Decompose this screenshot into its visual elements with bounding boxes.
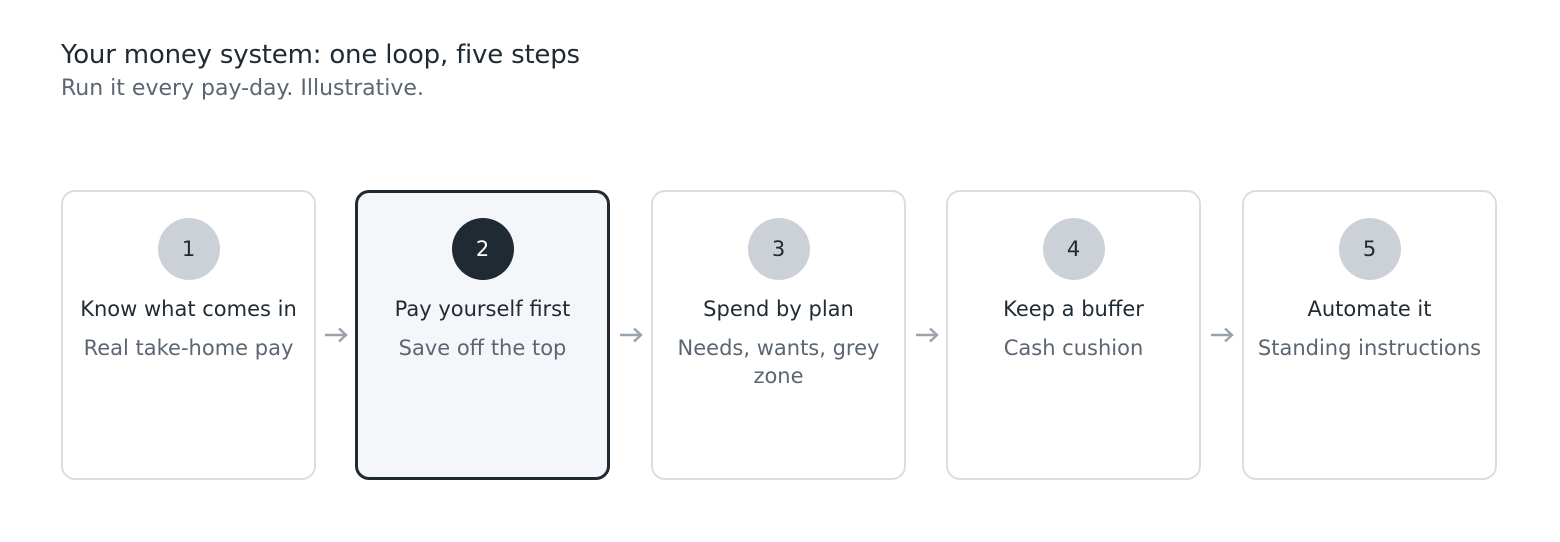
right-arrow-icon (1211, 327, 1234, 343)
step-card-5: 5 Automate it Standing instructions (1242, 190, 1497, 480)
step-card-1: 1 Know what comes in Real take-home pay (61, 190, 316, 480)
right-arrow-icon (620, 327, 643, 343)
step-number-badge: 4 (1042, 218, 1105, 280)
step-flow: 1 Know what comes in Real take-home pay … (61, 190, 1501, 482)
diagram-subtitle: Run it every pay-day. Illustrative. (61, 76, 424, 101)
step-number-badge: 5 (1338, 218, 1401, 280)
step-number-badge: 2 (451, 218, 514, 280)
diagram-title: Your money system: one loop, five steps (61, 40, 580, 70)
step-subtitle: Real take-home pay (83, 336, 294, 360)
step-title: Spend by plan (703, 297, 854, 321)
step-subtitle: Standing instructions (1257, 336, 1482, 360)
step-number-badge: 3 (747, 218, 810, 280)
step-number-badge: 1 (157, 218, 220, 280)
step-subtitle: Save off the top (398, 336, 567, 360)
step-title: Know what comes in (80, 297, 297, 321)
right-arrow-icon (916, 327, 939, 343)
step-subtitle: Cash cushion (1003, 336, 1144, 360)
step-title: Keep a buffer (1003, 297, 1144, 321)
right-arrow-icon (325, 327, 348, 343)
step-card-2: 2 Pay yourself first Save off the top (355, 190, 610, 480)
step-title: Pay yourself first (394, 297, 571, 321)
step-card-4: 4 Keep a buffer Cash cushion (946, 190, 1201, 480)
step-card-3: 3 Spend by plan Needs, wants, grey zone (651, 190, 906, 480)
step-title: Automate it (1307, 297, 1432, 321)
diagram-header: Your money system: one loop, five steps … (61, 38, 580, 104)
step-subtitle: Needs, wants, grey zone (677, 336, 880, 388)
